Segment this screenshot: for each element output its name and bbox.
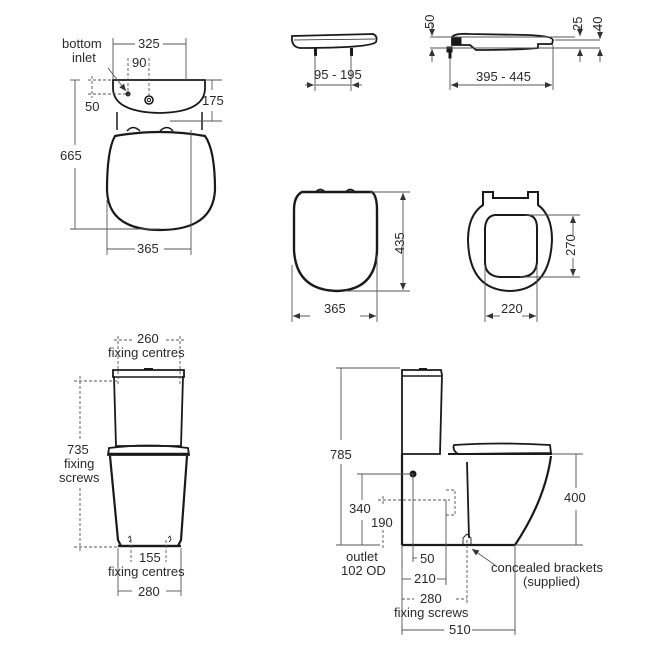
top-fixing-value: 260 — [137, 331, 159, 346]
top-fixing-label: fixing centres — [108, 345, 185, 360]
bottom-inlet-label: bottom — [62, 36, 102, 51]
seat-width-value: 365 — [324, 301, 346, 316]
overall-projection-value: 510 — [449, 622, 471, 637]
hinge-height-value: 50 — [422, 14, 437, 29]
outlet-label: outlet — [346, 549, 378, 564]
fixing-height-value: 735 — [67, 442, 89, 457]
seat-plan-dimensions — [291, 191, 410, 322]
inlet-height-value: 340 — [349, 501, 371, 516]
top-view-dimensions — [70, 38, 222, 255]
fixing-screws-label: fixing screws — [394, 605, 469, 620]
seat-hinge-view — [291, 33, 378, 56]
hinge-to-front-value: 395 - 445 — [476, 69, 531, 84]
seat-ring-view — [466, 191, 554, 293]
bottom-fixing-label: fixing centres — [108, 564, 185, 579]
fixing-height-label: fixing — [64, 456, 95, 471]
hinge-range-value: 95 - 195 — [314, 67, 362, 82]
inlet-depth-value: 50 — [85, 99, 100, 114]
side-view-dimensions — [336, 367, 583, 635]
fixing-height-label-line2: screws — [59, 470, 100, 485]
front-view — [106, 368, 191, 548]
seat-height-value: 400 — [564, 490, 586, 505]
fixing-screws-value: 280 — [420, 591, 442, 606]
outlet-height-value: 190 — [371, 515, 393, 530]
seat-plan-view — [292, 188, 379, 293]
overall-depth-value: 665 — [60, 148, 82, 163]
side-view — [400, 368, 553, 547]
cistern-width-value: 325 — [138, 36, 160, 51]
brackets-supplied-label: (supplied) — [523, 574, 581, 589]
pan-width-value: 365 — [137, 241, 159, 256]
seat-ring-dimensions — [484, 214, 580, 322]
opening-width-value: 220 — [501, 301, 523, 316]
base-width-value: 280 — [138, 584, 160, 599]
outlet-to-wall-value: 210 — [414, 571, 436, 586]
seat-front-thickness-value: 25 — [570, 16, 585, 31]
opening-length-value: 270 — [563, 234, 578, 256]
seat-total-thickness-value: 40 — [590, 16, 605, 31]
concealed-brackets-label: concealed brackets — [491, 560, 604, 575]
inlet-offset-value: 90 — [132, 55, 147, 70]
top-view — [105, 79, 217, 232]
front-view-dimensions — [74, 336, 184, 596]
bottom-fixing-value: 155 — [139, 550, 161, 565]
seat-side-dimensions — [429, 22, 603, 90]
outlet-offset-value: 50 — [420, 551, 435, 566]
seat-hinge-dimensions — [305, 55, 362, 91]
outlet-diameter-label: 102 OD — [341, 563, 386, 578]
cistern-depth-value: 175 — [202, 93, 224, 108]
bottom-inlet-label-line2: inlet — [72, 50, 96, 65]
overall-height-value: 785 — [330, 447, 352, 462]
seat-height-value: 435 — [392, 232, 407, 254]
